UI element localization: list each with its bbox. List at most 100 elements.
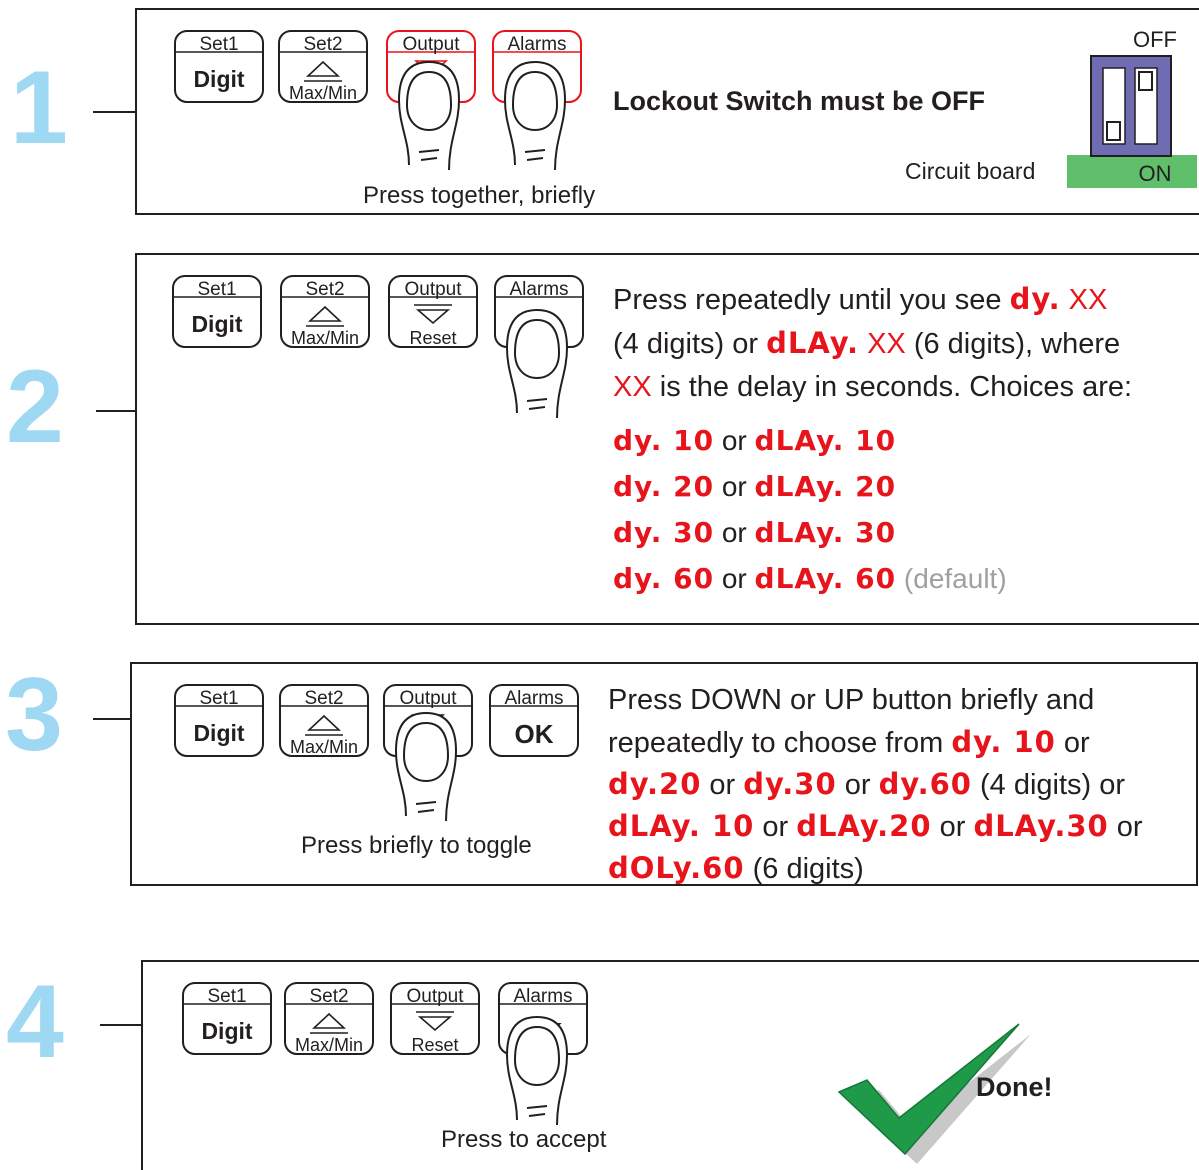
button-top-label: Alarms — [509, 279, 568, 300]
button-top-label: Alarms — [507, 34, 566, 55]
button-main-label: Digit — [191, 311, 242, 337]
choice-code-4digit: dy. 30 — [613, 516, 715, 549]
step-connector — [93, 718, 132, 720]
lockout-switch-diagram: OFF ON — [1067, 27, 1197, 188]
choice-code-6digit: dLAy. 10 — [754, 424, 897, 457]
display-code: dLAy. 10 — [608, 809, 755, 843]
button-top-label: Set2 — [309, 986, 348, 1007]
step-3-keypad: Set1 Digit Set2 Max/Min Output t Alarms … — [174, 684, 579, 822]
button-top-label: Output — [402, 34, 460, 55]
text: repeatedly to choose from — [608, 727, 952, 759]
finger-icon — [397, 60, 461, 171]
button-main-label: OK — [515, 719, 554, 749]
text: or — [836, 769, 879, 801]
button-top-label: Set1 — [197, 279, 236, 300]
set1-digit-button[interactable]: Set1 Digit — [182, 982, 272, 1055]
finger-icon — [505, 308, 569, 419]
button-top-label: Set1 — [207, 986, 246, 1007]
display-code: dy.20 — [608, 767, 702, 801]
step-3-caption: Press briefly to toggle — [301, 832, 532, 859]
finger-icon — [503, 60, 567, 171]
text: or — [714, 425, 755, 456]
step-2-line-2: (4 digits) or dLAy. XX (6 digits), where — [613, 329, 1120, 359]
button-bottom-label: Max/Min — [289, 83, 357, 103]
display-code: dy. — [1009, 282, 1061, 316]
step-2-panel: Set1 Digit Set2 Max/Min Output Reset Ala… — [135, 253, 1199, 625]
step-2-line-1: Press repeatedly until you see dy. XX — [613, 285, 1107, 315]
button-bottom-label: Reset — [409, 328, 456, 348]
step-connector — [93, 111, 136, 113]
set2-up-button[interactable]: Set2 Max/Min — [284, 982, 374, 1055]
text: or — [714, 471, 755, 502]
button-top-label: Output — [404, 279, 462, 300]
step-3-line-3: dy.20 or dy.30 or dy.60 (4 digits) or — [608, 770, 1125, 800]
step-3-line-1: Press DOWN or UP button briefly and — [608, 686, 1094, 715]
step-4-caption: Press to accept — [441, 1126, 607, 1153]
step-number-2: 2 — [6, 349, 64, 465]
text: or — [931, 811, 974, 843]
alarms-ok-button[interactable]: Alarms OK — [489, 684, 579, 757]
text: (6 digits), where — [905, 328, 1121, 360]
display-code: dLAy.20 — [796, 809, 932, 843]
display-xx: XX — [859, 328, 906, 360]
step-1-panel: Set1 Digit Set2 Max/Min Output t Alarms … — [135, 8, 1199, 215]
text: Press DOWN or UP button briefly and — [608, 684, 1095, 716]
lockout-instruction: Lockout Switch must be OFF — [613, 86, 986, 116]
set2-up-button[interactable]: Set2 Max/Min — [279, 684, 369, 757]
text: Press repeatedly until you see — [613, 284, 1010, 316]
button-main-label: Digit — [193, 720, 244, 746]
choice-code-6digit: dLAy. 30 — [754, 516, 897, 549]
step-4-keypad: Set1 Digit Set2 Max/Min Output Reset Ala… — [182, 982, 588, 1126]
step-3-panel: Set1 Digit Set2 Max/Min Output t Alarms … — [130, 662, 1198, 886]
choice-code-6digit: dLAy. 60 — [754, 562, 897, 595]
step-connector — [96, 410, 136, 412]
checkmark-icon — [837, 1023, 1031, 1164]
set2-up-button[interactable]: Set2 Max/Min — [278, 30, 368, 103]
switch-off-label: OFF — [1133, 27, 1177, 52]
delay-choice: dy. 30 or dLAy. 30 — [613, 519, 1007, 565]
down-arrow-icon — [415, 309, 451, 325]
text: is the delay in seconds. Choices are: — [651, 371, 1133, 403]
set1-digit-button[interactable]: Set1 Digit — [174, 30, 264, 103]
display-code: dy.60 — [878, 767, 972, 801]
step-connector — [100, 1024, 142, 1026]
button-top-label: Output — [406, 986, 464, 1007]
delay-choice: dy. 20 or dLAy. 20 — [613, 473, 1007, 519]
output-down-button[interactable]: Output Reset — [390, 982, 480, 1055]
set1-digit-button[interactable]: Set1 Digit — [174, 684, 264, 757]
button-top-label: Output — [399, 688, 457, 709]
text: (4 digits) or — [613, 328, 767, 360]
text: or — [1055, 727, 1090, 759]
button-bottom-label: Reset — [411, 1035, 458, 1055]
button-bottom-label: Max/Min — [291, 328, 359, 348]
choice-code-4digit: dy. 10 — [613, 424, 715, 457]
step-3-line-4: dLAy. 10 or dLAy.20 or dLAy.30 or — [608, 812, 1143, 842]
display-xx: XX — [613, 371, 652, 403]
choice-code-6digit: dLAy. 20 — [754, 470, 897, 503]
text: (4 digits) or — [971, 769, 1126, 801]
button-main-label: Digit — [201, 1018, 252, 1044]
text: or — [714, 563, 755, 594]
choice-note: (default) — [896, 563, 1007, 594]
choice-code-4digit: dy. 60 — [613, 562, 715, 595]
finger-icon — [505, 1015, 569, 1126]
choice-code-4digit: dy. 20 — [613, 470, 715, 503]
button-top-label: Alarms — [513, 986, 572, 1007]
up-arrow-icon — [305, 60, 341, 77]
display-code: dOLy.60 — [608, 851, 745, 885]
display-code: dy.30 — [743, 767, 837, 801]
step-3-line-5: dOLy.60 (6 digits) — [608, 854, 864, 884]
output-down-button[interactable]: Output Reset — [388, 275, 478, 348]
set2-up-button[interactable]: Set2 Max/Min — [280, 275, 370, 348]
step-1-caption: Press together, briefly — [363, 182, 596, 209]
finger-icon — [394, 711, 458, 822]
text: or — [714, 517, 755, 548]
button-top-label: Set2 — [305, 279, 344, 300]
delay-choice: dy. 60 or dLAy. 60 (default) — [613, 565, 1007, 611]
button-top-label: Set1 — [199, 688, 238, 709]
step-1-keypad: Set1 Digit Set2 Max/Min Output t Alarms … — [174, 30, 582, 171]
display-code: dLAy.30 — [973, 809, 1109, 843]
display-xx: XX — [1060, 284, 1108, 316]
step-number-1: 1 — [10, 50, 68, 166]
set1-digit-button[interactable]: Set1 Digit — [172, 275, 262, 348]
